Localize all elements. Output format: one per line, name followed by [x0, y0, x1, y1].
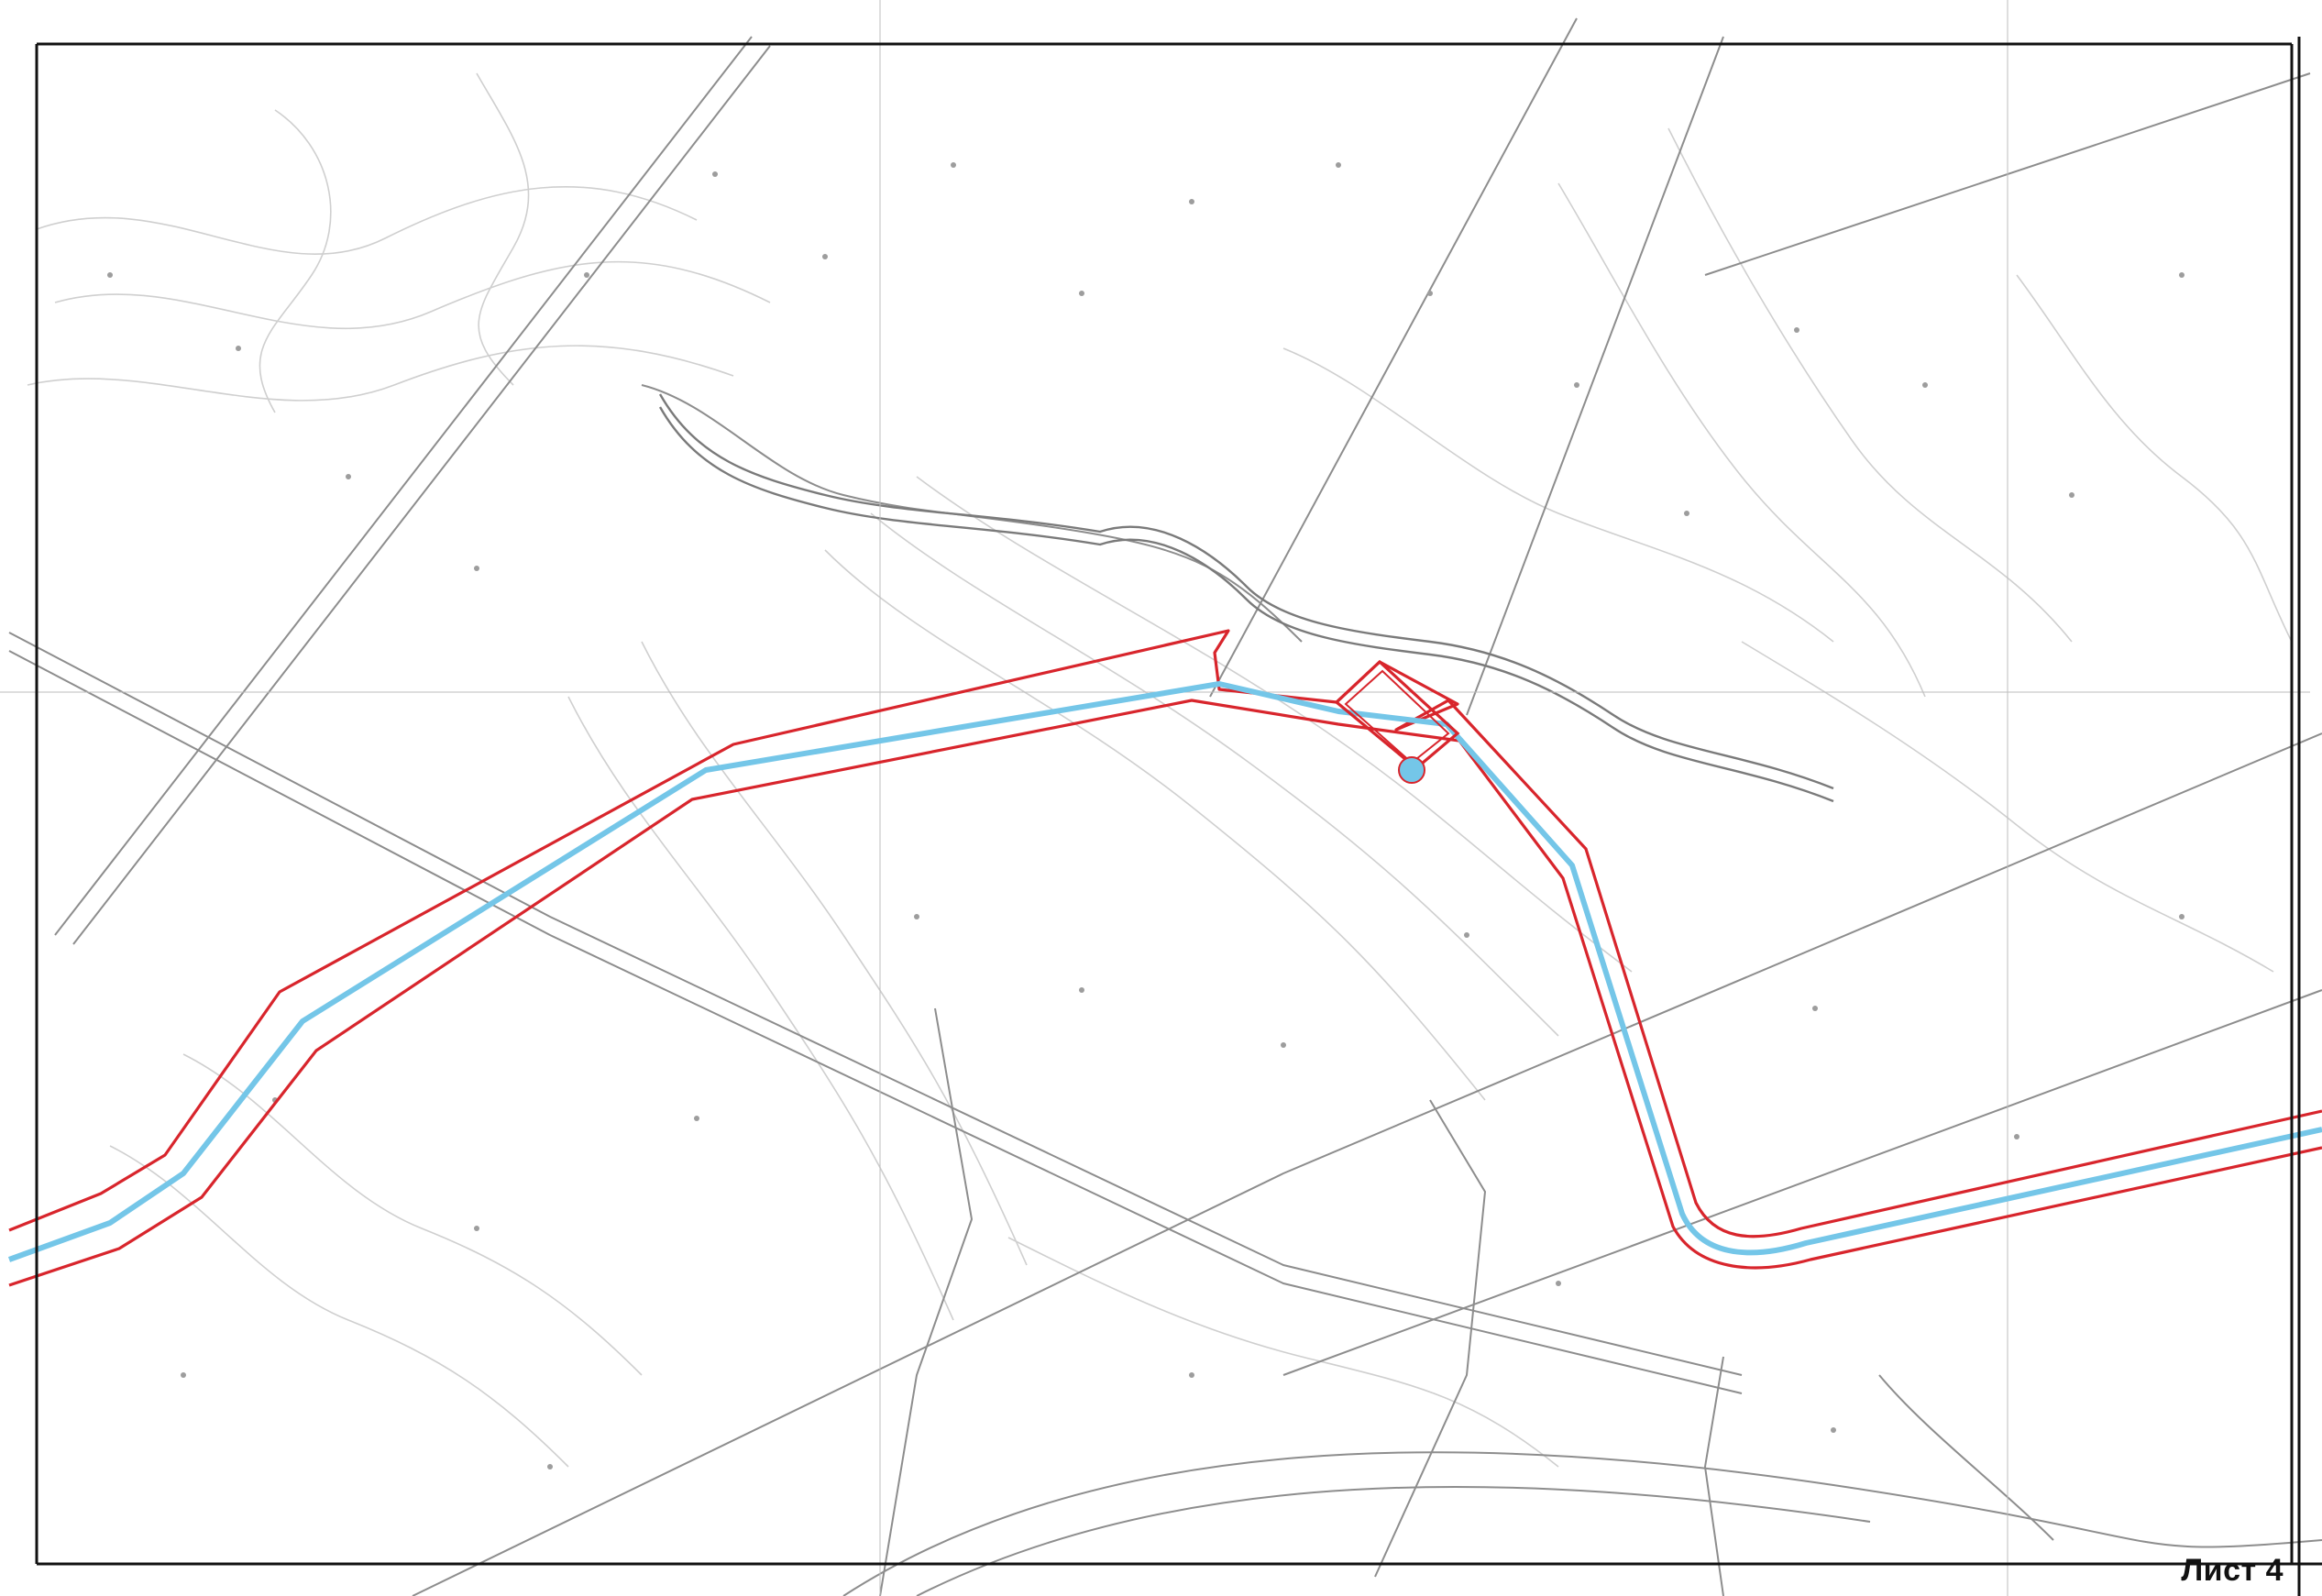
drawing-frame	[35, 37, 2322, 1596]
pipeline-corridor-boundary	[8, 629, 2322, 1287]
tank-icon	[1398, 756, 1425, 784]
pipeline-axis	[7, 681, 2322, 1262]
sheet-number-label: Лист 4	[2181, 1553, 2283, 1588]
river	[658, 393, 1834, 803]
contour-lines	[27, 72, 2293, 1468]
topo-linework	[8, 17, 2322, 1596]
survey-points	[107, 162, 2184, 1469]
facility-site	[1334, 659, 1460, 784]
